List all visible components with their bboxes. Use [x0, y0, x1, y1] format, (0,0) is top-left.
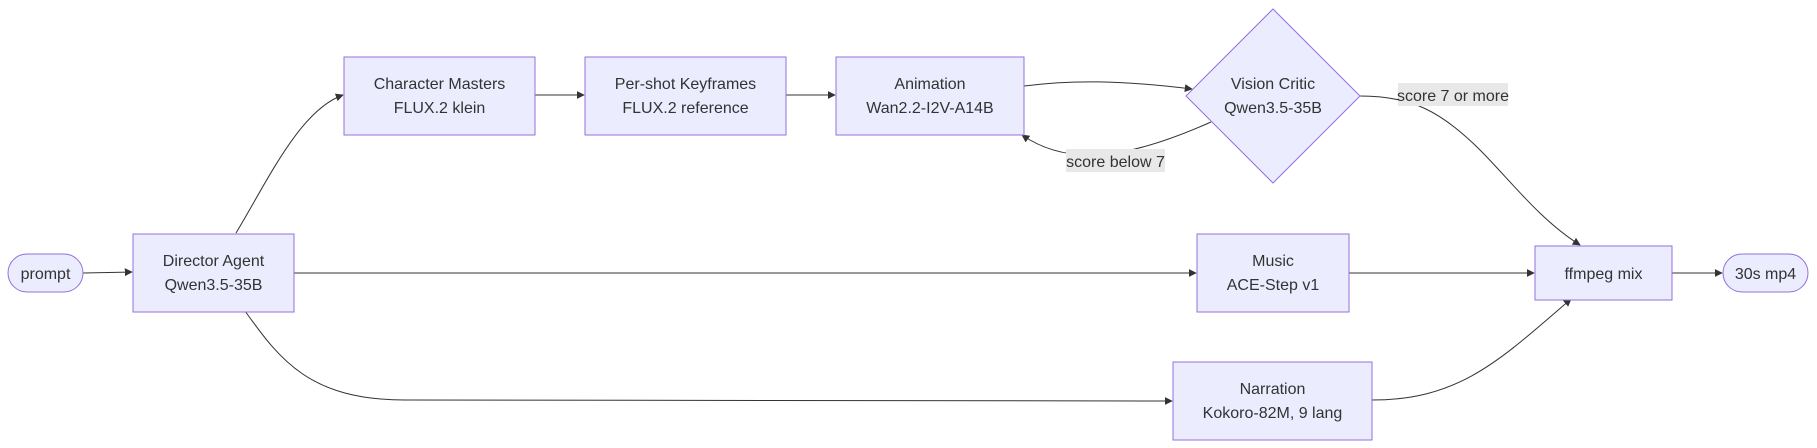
- node-narration-title: Narration: [1240, 381, 1306, 398]
- node-director-agent: Director Agent Qwen3.5-35B: [132, 233, 295, 313]
- node-vision-critic: Vision Critic Qwen3.5-35B: [1185, 8, 1361, 184]
- node-director-agent-title: Director Agent: [163, 253, 265, 270]
- node-keyframes: Per-shot Keyframes FLUX.2 reference: [584, 56, 787, 136]
- node-animation-title: Animation: [894, 76, 965, 93]
- node-music-title: Music: [1252, 253, 1294, 270]
- edge-prompt-to-director: [82, 268, 133, 277]
- edge-director-to-character-masters: [235, 93, 344, 234]
- edge-label-score-fail-text: score below 7: [1066, 154, 1165, 171]
- edge-label-score-pass-text: score 7 or more: [1397, 88, 1509, 105]
- node-keyframes-title: Per-shot Keyframes: [615, 76, 756, 93]
- node-output: 30s mp4: [1722, 253, 1809, 293]
- node-character-masters-model: FLUX.2 klein: [394, 100, 486, 117]
- edge-director-to-narration: [244, 310, 1173, 405]
- node-output-label: 30s mp4: [1735, 266, 1796, 283]
- edge-critic-to-mix: [1359, 95, 1581, 246]
- node-music-model: ACE-Step v1: [1227, 277, 1320, 294]
- node-character-masters-title: Character Masters: [374, 76, 506, 93]
- edge-label-score-pass: score 7 or more: [1397, 83, 1509, 106]
- edge-narration-to-mix: [1371, 298, 1572, 401]
- node-prompt: prompt: [7, 253, 84, 293]
- node-prompt-label: prompt: [21, 266, 71, 283]
- node-narration-model: Kokoro-82M, 9 lang: [1203, 405, 1343, 422]
- node-animation: Animation Wan2.2-I2V-A14B: [835, 56, 1025, 136]
- node-ffmpeg-mix-label: ffmpeg mix: [1565, 266, 1643, 283]
- node-vision-critic-title: Vision Critic: [1231, 76, 1315, 93]
- node-director-agent-model: Qwen3.5-35B: [165, 277, 263, 294]
- node-vision-critic-model: Qwen3.5-35B: [1224, 100, 1322, 117]
- edge-label-score-fail: score below 7: [1066, 149, 1165, 172]
- node-narration: Narration Kokoro-82M, 9 lang: [1172, 361, 1373, 441]
- node-keyframes-model: FLUX.2 reference: [622, 100, 748, 117]
- node-character-masters: Character Masters FLUX.2 klein: [343, 56, 536, 136]
- node-ffmpeg-mix: ffmpeg mix: [1534, 245, 1673, 301]
- node-animation-model: Wan2.2-I2V-A14B: [866, 100, 993, 117]
- edge-animation-to-critic: [1023, 81, 1193, 93]
- node-music: Music ACE-Step v1: [1196, 233, 1350, 313]
